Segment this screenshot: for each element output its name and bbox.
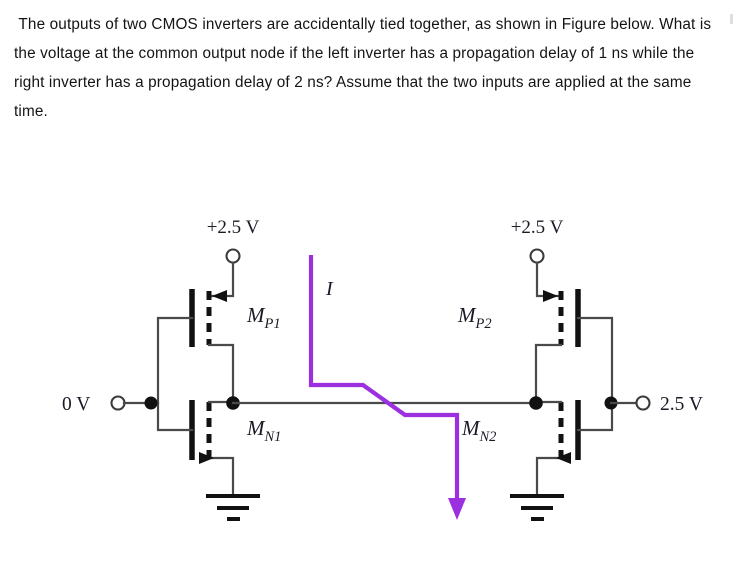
supply-wire-right [535,261,560,298]
supply-wire-left [210,261,235,298]
supply-terminal-left [225,248,241,264]
supply-label-right: +2.5 V [511,217,564,238]
current-path-annotation: I [308,255,466,520]
mp2-drain-lead [534,343,563,405]
question-block: The outputs of two CMOS inverters are ac… [0,0,735,126]
mn2-label: MN2 [461,416,496,445]
left-inverter: +2.5 V MP1 [62,217,281,521]
mn2-source-lead [535,456,560,497]
mn1-source-lead [210,456,235,497]
mp1-drain-lead [207,343,235,405]
supply-label-left: +2.5 V [207,217,260,238]
circuit-schematic-svg: +2.5 V MP1 [62,217,703,521]
current-arrowhead-icon [448,498,466,520]
input-terminal-right [635,395,651,411]
input-label-right: 2.5 V [660,394,703,415]
mn2-gate-lead [576,401,614,432]
current-flow-path [308,255,460,507]
output-node-dot-right [529,396,543,410]
input-label-left: 0 V [62,394,90,415]
input-node-dot-left [144,396,158,410]
mp2-label: MP2 [457,303,492,332]
mp1-label: MP1 [246,303,281,332]
ground-symbol-left [206,494,260,521]
right-inverter: +2.5 V MP2 MN2 [457,217,703,521]
mp1-source-arrow-icon [212,290,227,302]
mn2-source-arrow-icon [556,452,571,464]
circuit-figure: +2.5 V MP1 [0,170,735,577]
mn1-gate-lead [156,401,194,432]
ground-symbol-right [510,494,564,521]
mp1-gate-lead [156,316,194,405]
mp2-source-arrow-icon [543,290,558,302]
question-text: The outputs of two CMOS inverters are ac… [14,16,716,120]
mp2-gate-lead [576,316,614,405]
input-terminal-left [110,395,126,411]
mn1-source-arrow-icon [199,452,214,464]
mn1-label: MN1 [246,416,281,445]
current-label: I [325,278,334,300]
page-edge-marker [730,14,733,24]
supply-terminal-right [529,248,545,264]
